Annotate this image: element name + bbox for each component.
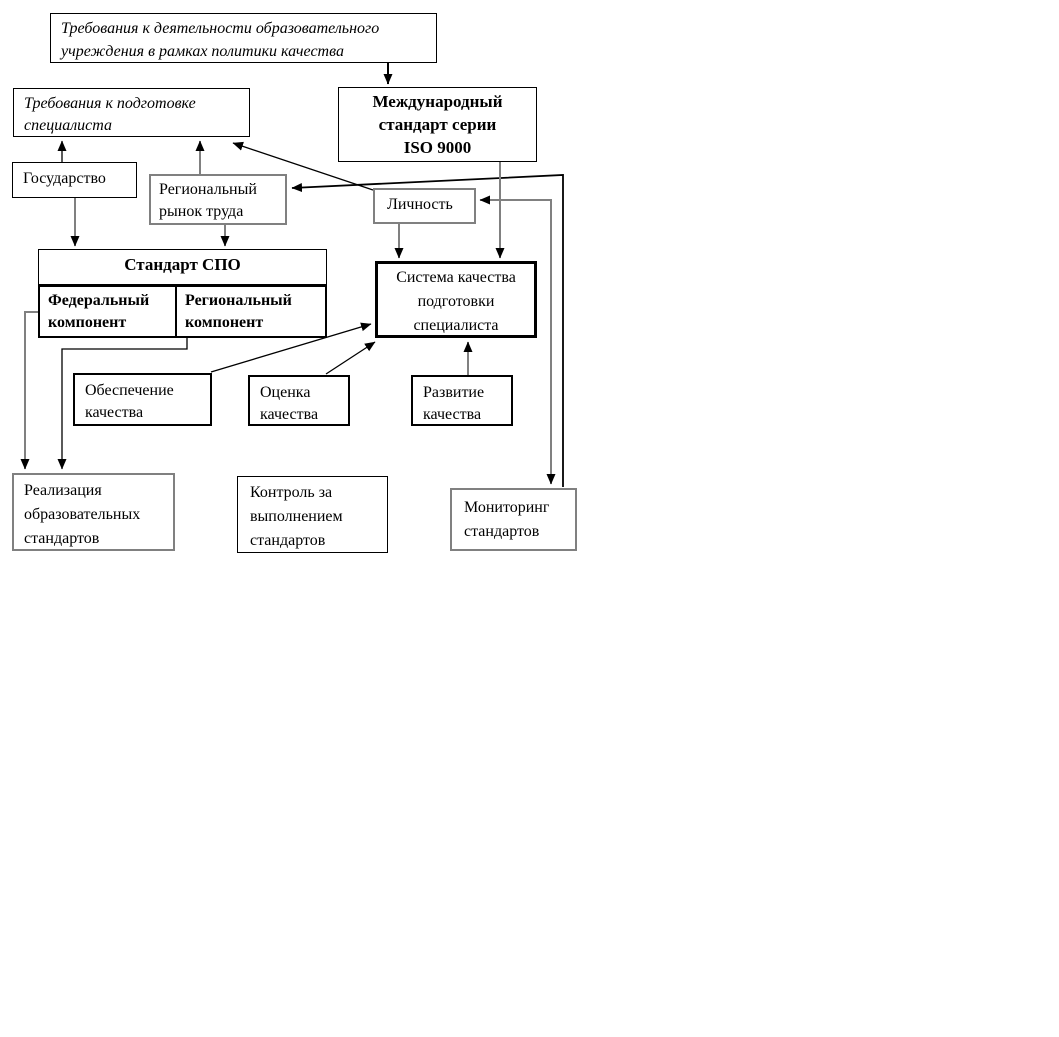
box-state: Государство xyxy=(12,162,137,198)
box-text-line: Требования к деятельности образовательно… xyxy=(61,20,380,37)
box-iso-9000: Международный стандарт серии ISO 9000 xyxy=(338,87,537,162)
box-regional-component: Региональный компонент xyxy=(175,285,327,338)
box-quality-system: Система качества подготовки специалиста xyxy=(375,261,537,338)
arrow-monitoring-lichnost xyxy=(479,195,556,485)
box-quality-evaluation: Оценка качества xyxy=(248,375,350,426)
box-text-line: Контроль за xyxy=(250,484,333,501)
box-requirements-institution: Требования к деятельности образовательно… xyxy=(50,13,437,63)
box-text-line: стандартов xyxy=(250,532,326,549)
box-text-line: ISO 9000 xyxy=(403,138,472,157)
box-quality-development: Развитие качества xyxy=(411,375,513,426)
box-text-line: Региональный xyxy=(159,181,257,198)
box-text-line: стандартов xyxy=(24,530,100,547)
box-text-line: Государство xyxy=(23,170,106,187)
box-text-line: Развитие xyxy=(423,384,485,401)
box-text-line: качества xyxy=(423,406,482,423)
box-text-line: выполнением xyxy=(250,508,343,525)
box-text-line: Реализация xyxy=(24,482,102,499)
box-text-line: Личность xyxy=(387,196,453,213)
arrow-monitoring-to-rynok xyxy=(291,174,564,487)
box-text-line: стандарт серии xyxy=(378,115,497,134)
box-text-line: Оценка xyxy=(260,384,311,401)
arrow-lichnost-to-trebpodg xyxy=(232,141,374,191)
box-text-line: Система качества xyxy=(396,269,516,286)
box-spo-standard: Стандарт СПО xyxy=(38,249,327,285)
box-standards-control: Контроль за выполнением стандартов xyxy=(237,476,388,553)
box-text-line: специалиста xyxy=(24,117,113,134)
box-text-line: специалиста xyxy=(413,317,499,334)
box-personality: Личность xyxy=(373,188,476,224)
box-requirements-specialist: Требования к подготовке специалиста xyxy=(13,88,250,137)
box-text-line: рынок труда xyxy=(159,203,244,220)
box-text-line: Региональный xyxy=(185,292,292,309)
arrow-obesp-to-sistema xyxy=(210,322,372,373)
box-text-line: учреждения в рамках политики качества xyxy=(61,43,344,60)
box-text-line: подготовки xyxy=(417,293,495,310)
box-text-line: Обеспечение xyxy=(85,382,174,399)
box-federal-component: Федеральный компонент xyxy=(38,285,178,338)
box-text-line: Международный xyxy=(372,92,503,111)
box-text-line: Мониторинг xyxy=(464,499,550,516)
box-standards-monitoring: Мониторинг стандартов xyxy=(450,488,577,551)
box-text-line: Требования к подготовке xyxy=(24,95,196,112)
box-text-line: Федеральный xyxy=(48,292,150,309)
box-quality-assurance: Обеспечение качества xyxy=(73,373,212,426)
box-text-line: образовательных xyxy=(24,506,141,523)
arrow-regcomp-to-realizacia xyxy=(57,338,188,470)
box-text-line: компонент xyxy=(185,314,264,331)
box-text-line: стандартов xyxy=(464,523,540,540)
box-regional-labor-market: Региональный рынок труда xyxy=(149,174,287,225)
box-text-line: качества xyxy=(85,404,144,421)
box-text-line: Стандарт СПО xyxy=(124,255,241,274)
box-standards-implementation: Реализация образовательных стандартов xyxy=(12,473,175,551)
arrow-fed-to-realizacia xyxy=(20,311,39,470)
box-text-line: компонент xyxy=(48,314,127,331)
box-text-line: качества xyxy=(260,406,319,423)
arrow-ocenka-to-sistema xyxy=(325,341,376,375)
